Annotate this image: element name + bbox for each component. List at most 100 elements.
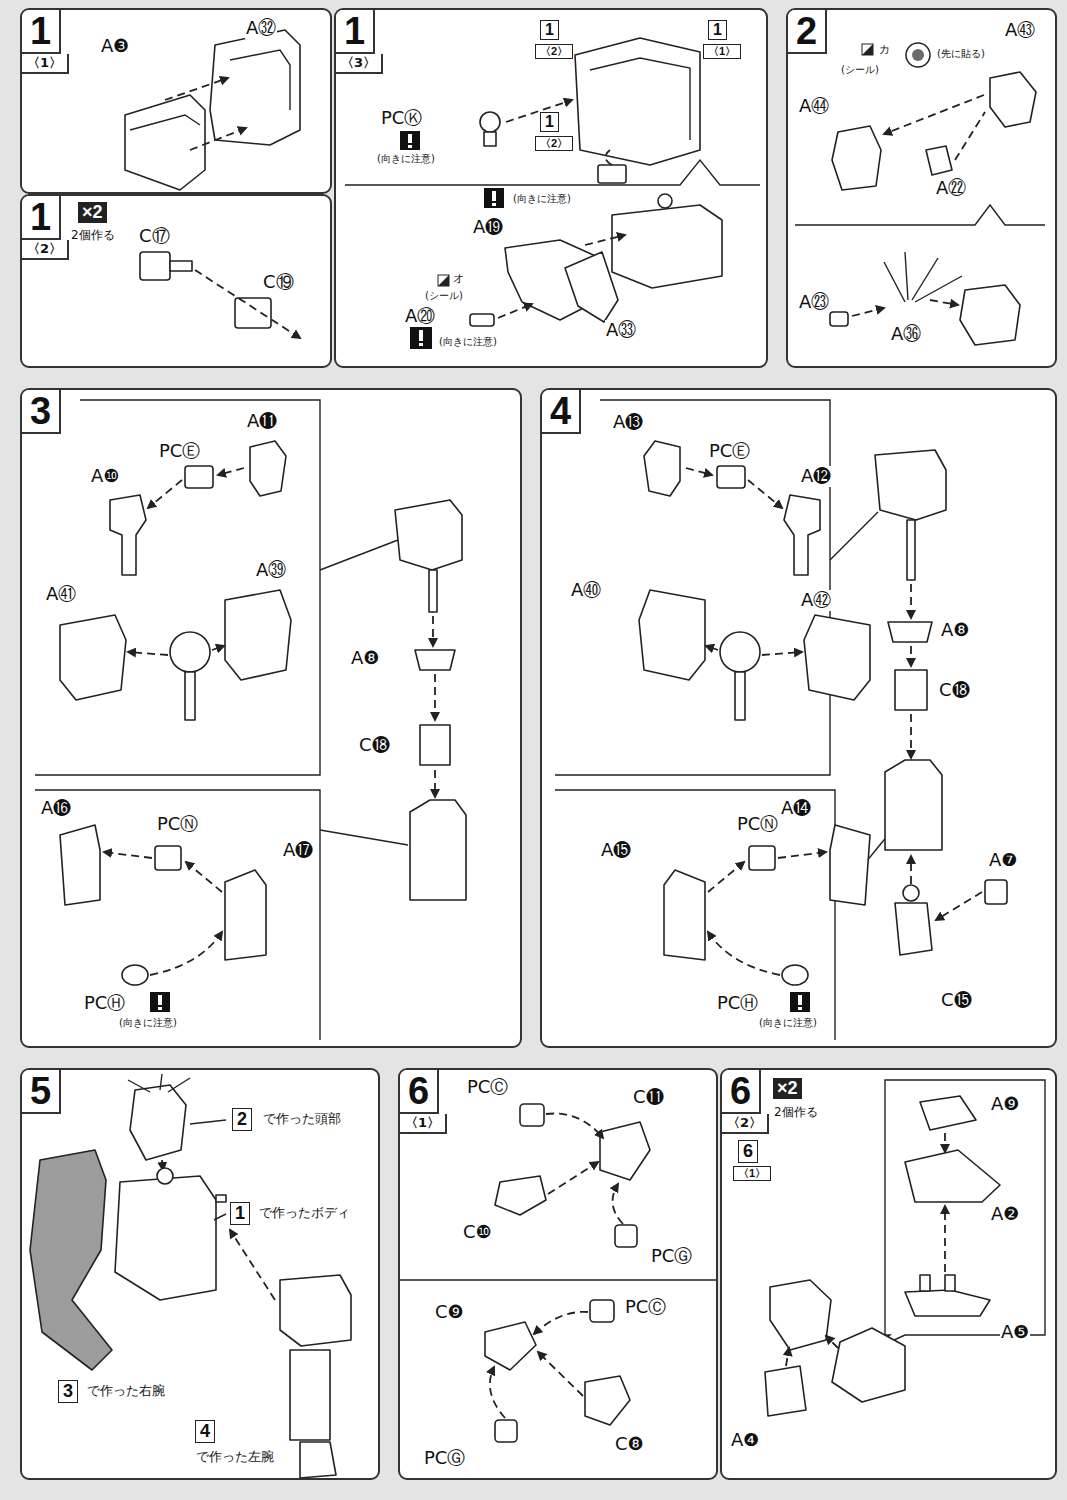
illustration-shape	[230, 50, 290, 110]
count-badge: ×2	[78, 202, 107, 223]
illustration-shape	[862, 44, 873, 55]
illustration-shape	[495, 1420, 517, 1442]
part-label: A㊸	[1004, 20, 1036, 41]
step-subnumber: 〈2〉	[722, 1114, 769, 1134]
part-label: A⓬	[800, 466, 832, 487]
illustration-shape	[907, 520, 915, 580]
step-number: 5	[22, 1070, 61, 1114]
step-reference: 1	[708, 20, 727, 40]
illustration-shape	[320, 830, 408, 845]
illustration-shape	[765, 1366, 806, 1416]
illustration-shape	[658, 194, 672, 208]
part-label: A❸	[100, 36, 130, 57]
illustration-shape	[158, 1007, 162, 1010]
illustration-shape	[664, 870, 705, 960]
illustration-shape	[735, 672, 745, 720]
step-reference: 1	[230, 1202, 250, 1225]
step-reference: 1	[540, 20, 559, 40]
illustration-shape	[415, 650, 455, 670]
illustration-shape	[490, 1367, 505, 1418]
illustration-shape	[492, 203, 496, 206]
illustration-shape	[945, 1275, 955, 1291]
illustration-shape	[492, 191, 496, 201]
illustration-shape	[110, 495, 146, 575]
illustration-shape	[910, 856, 912, 884]
step-number: 1	[22, 10, 61, 54]
illustration-shape	[280, 1275, 351, 1346]
illustration-shape	[786, 1348, 789, 1366]
part-label: (向きに注意)	[438, 336, 498, 348]
illustration-shape	[555, 400, 830, 775]
part-label: A㉝	[605, 320, 637, 341]
illustration-shape	[534, 1312, 588, 1334]
part-label: C⑲	[262, 272, 295, 293]
step-panel: 2	[786, 8, 1057, 368]
illustration-shape	[210, 30, 300, 145]
part-label: (向きに注意)	[118, 1017, 178, 1029]
part-label: (シール)	[424, 290, 464, 302]
step-reference: 〈1〉	[703, 44, 741, 59]
illustration-shape	[540, 388, 1057, 1048]
illustration-shape	[795, 205, 1045, 225]
illustration-shape	[484, 188, 504, 208]
illustration-shape	[804, 615, 870, 700]
part-label: C❿	[462, 1222, 493, 1243]
illustration-shape	[419, 343, 423, 346]
step-reference: 〈2〉	[535, 136, 573, 151]
step-number: 4	[542, 390, 581, 434]
illustration-shape	[300, 1442, 336, 1478]
illustration-shape	[826, 1336, 838, 1348]
illustration-shape	[639, 441, 870, 985]
illustration-shape	[60, 825, 100, 905]
part-label: A❼	[988, 850, 1018, 871]
part-label: A㉒	[935, 178, 967, 199]
illustration-shape	[155, 846, 181, 870]
part-label: 2個作る	[773, 1106, 819, 1120]
illustration-shape	[290, 1350, 330, 1440]
part-label: A㊱	[890, 324, 922, 345]
illustration-shape	[748, 480, 782, 508]
illustration-shape	[798, 1007, 802, 1010]
step-number: 6	[722, 1070, 761, 1114]
illustration-shape	[165, 78, 228, 100]
illustration-shape	[235, 298, 271, 328]
illustration-shape	[130, 115, 200, 130]
illustration-shape	[868, 1080, 1045, 1352]
illustration-shape	[320, 540, 398, 570]
step-reference: 6	[738, 1140, 758, 1163]
illustration-shape	[115, 1176, 216, 1300]
part-label: A❽	[350, 648, 380, 669]
count-badge: ×2	[773, 1078, 802, 1099]
step-reference: 〈1〉	[733, 1166, 771, 1181]
step-panel: 5	[20, 1068, 380, 1480]
illustration-shape	[419, 330, 423, 341]
illustration-shape	[438, 275, 449, 286]
illustration-shape	[186, 862, 222, 892]
part-label: C⓲	[938, 680, 971, 701]
part-label: 2個作る	[70, 229, 116, 243]
illustration-shape	[104, 852, 152, 858]
illustration-shape	[884, 262, 905, 302]
part-label: PCⒽ	[83, 993, 126, 1014]
part-label: A㊹	[798, 96, 830, 117]
part-label: A❽	[940, 620, 970, 641]
illustration-shape	[905, 1290, 990, 1316]
illustration-shape	[600, 1122, 650, 1180]
illustration-shape	[862, 44, 873, 55]
part-label: PCⒺ	[708, 441, 751, 462]
part-label: A㊷	[800, 590, 832, 611]
step-reference: 3	[58, 1380, 78, 1403]
step-panel: 1〈1〉	[20, 8, 332, 194]
illustration-shape	[408, 134, 412, 143]
illustration-shape	[250, 441, 286, 496]
illustration-shape	[708, 862, 744, 892]
illustration-shape	[195, 270, 300, 338]
illustration-shape	[830, 512, 878, 560]
illustration-shape	[955, 112, 985, 160]
illustration-shape	[912, 49, 924, 61]
part-label: PCⒼ	[423, 1448, 466, 1469]
illustration-shape	[778, 852, 826, 858]
illustration-shape	[185, 672, 195, 720]
part-label: A⓰	[40, 798, 72, 819]
